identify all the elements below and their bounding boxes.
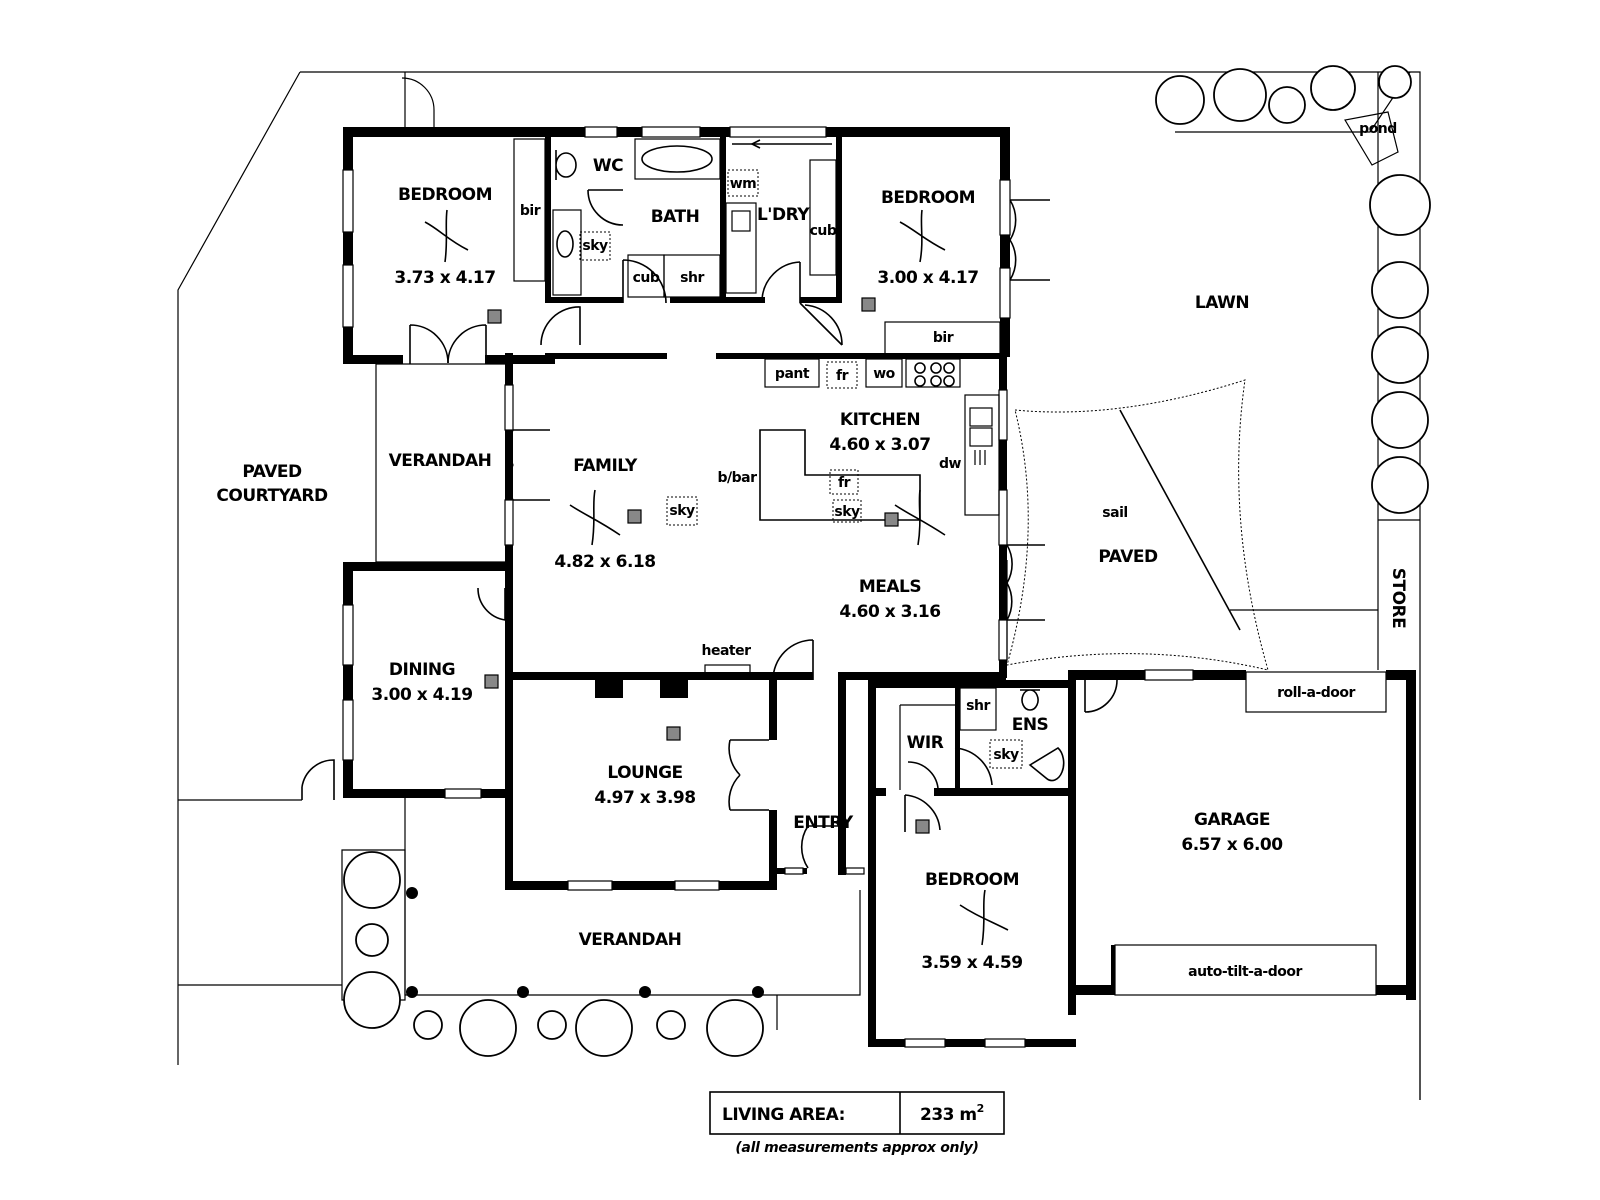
bedroom2-name: BEDROOM (881, 188, 975, 208)
kitchen-name: KITCHEN (840, 410, 920, 430)
wir-label: WIR (907, 733, 944, 753)
room-labels: BEDROOM 3.73 x 4.17 BEDROOM 3.00 x 4.17 … (216, 156, 1408, 973)
outdoor-areas (341, 363, 1378, 1030)
bedroom3-size: 3.59 x 4.59 (921, 953, 1022, 973)
lawn-label: LAWN (1195, 293, 1249, 313)
wo-label: wo (873, 366, 895, 382)
pond-label: pond (1359, 121, 1397, 137)
meals-size: 4.60 x 3.16 (839, 602, 940, 622)
fr-label-1: fr (836, 368, 849, 384)
store-label: STORE (1388, 568, 1408, 629)
bbar-label: b/bar (717, 470, 757, 486)
shr-label-ens: shr (966, 698, 990, 714)
paved-courtyard-line2: COURTYARD (216, 486, 328, 506)
living-area-unit-sup: 2 (977, 1102, 984, 1115)
bir-label-1: bir (520, 203, 541, 219)
garage-name: GARAGE (1194, 810, 1270, 830)
fixture-labels: bir bir cub cub shr shr sky sky sky sky … (520, 121, 1397, 980)
windows (342, 126, 1194, 1048)
pant-label: pant (775, 366, 810, 382)
shr-label-bath: shr (680, 270, 704, 286)
bedroom3-name: BEDROOM (925, 870, 1019, 890)
measurements-note: (all measurements approx only) (735, 1140, 978, 1156)
paved-courtyard-line1: PAVED (242, 462, 302, 482)
sky-label-ens: sky (993, 747, 1019, 763)
smoke-detectors (484, 297, 930, 834)
dining-size: 3.00 x 4.19 (371, 685, 472, 705)
verandah-south-label: VERANDAH (579, 930, 682, 950)
bath-label: BATH (651, 207, 700, 227)
wm-label: wm (730, 176, 757, 192)
site-boundary (177, 71, 1421, 1100)
ceiling-fans (424, 209, 1009, 946)
bedroom1-name: BEDROOM (398, 185, 492, 205)
tilt-door-label: auto-tilt-a-door (1188, 964, 1302, 980)
roll-door-label: roll-a-door (1277, 685, 1355, 701)
entry-label: ENTRY (793, 813, 854, 833)
paved-label: PAVED (1098, 547, 1158, 567)
family-name: FAMILY (573, 456, 638, 476)
lounge-size: 4.97 x 3.98 (594, 788, 695, 808)
bir-label-2: bir (933, 330, 954, 346)
sky-label-bath: sky (582, 238, 608, 254)
family-size: 4.82 x 6.18 (554, 552, 655, 572)
dining-name: DINING (389, 660, 455, 680)
verandah-west-label: VERANDAH (389, 451, 492, 471)
wc-label: WC (593, 156, 623, 176)
heater-label: heater (701, 643, 751, 659)
cub-label-laundry: cub (810, 223, 837, 239)
kitchen-size: 4.60 x 3.07 (829, 435, 930, 455)
sky-label-kitchen: sky (834, 504, 860, 520)
cub-label-bath: cub (633, 270, 660, 286)
living-area-box: LIVING AREA: 233 m2 (all measurements ap… (709, 1091, 1005, 1156)
living-area-label: LIVING AREA: (722, 1105, 845, 1125)
landscaping (343, 65, 1431, 1057)
sail-label: sail (1102, 505, 1127, 521)
living-area-value: 233 m2 (920, 1102, 984, 1125)
meals-name: MEALS (859, 577, 921, 597)
garage-size: 6.57 x 6.00 (1181, 835, 1283, 855)
sky-label-family: sky (669, 503, 695, 519)
doors (301, 189, 1118, 869)
dw-label: dw (939, 456, 962, 472)
laundry-label: L'DRY (757, 205, 810, 225)
lounge-name: LOUNGE (607, 763, 682, 783)
bedroom1-size: 3.73 x 4.17 (394, 268, 495, 288)
bedroom2-size: 3.00 x 4.17 (877, 268, 978, 288)
fr-label-2: fr (838, 475, 851, 491)
ens-label: ENS (1012, 715, 1049, 735)
